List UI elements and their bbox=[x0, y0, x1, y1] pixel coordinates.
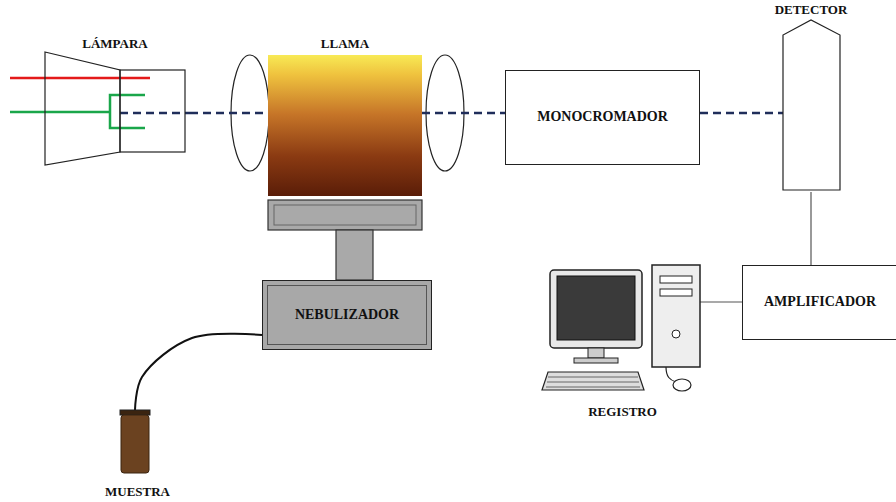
tower bbox=[652, 265, 700, 367]
monitor-base bbox=[574, 358, 618, 363]
mouse-cable bbox=[666, 367, 676, 382]
lens bbox=[426, 55, 464, 171]
monitor-stand bbox=[588, 348, 604, 358]
signal-wire bbox=[810, 192, 811, 265]
keyboard-row bbox=[546, 387, 640, 388]
node-label: NEBULIZADOR bbox=[295, 307, 399, 324]
node-label: REGISTRO bbox=[588, 404, 657, 420]
power-button bbox=[672, 330, 680, 338]
light-beam bbox=[190, 112, 268, 115]
screen bbox=[557, 276, 635, 340]
node-label: DETECTOR bbox=[775, 2, 848, 18]
drive-bay bbox=[660, 276, 692, 283]
detector-body bbox=[783, 20, 840, 190]
sample-tube bbox=[135, 334, 262, 410]
light-beam bbox=[120, 112, 190, 115]
flame-body bbox=[268, 55, 422, 196]
green-lead bbox=[10, 111, 110, 114]
nebulizer-box: NEBULIZADOR bbox=[262, 280, 432, 350]
detector: DETECTOR bbox=[771, 2, 851, 192]
keyboard-row bbox=[548, 377, 638, 378]
light-beam bbox=[422, 112, 505, 115]
red-lead bbox=[10, 77, 150, 80]
flame: LLAMA bbox=[268, 36, 422, 196]
burner-head-inner bbox=[274, 205, 416, 225]
keyboard bbox=[542, 372, 644, 390]
computer: REGISTRO bbox=[540, 262, 705, 420]
process-box: MONOCROMADOR bbox=[505, 70, 700, 165]
sample-vial: MUESTRA bbox=[100, 405, 175, 500]
light-beam bbox=[700, 112, 783, 115]
mouse bbox=[673, 379, 691, 391]
node-label: LÁMPARA bbox=[82, 36, 147, 52]
node-label: LLAMA bbox=[321, 36, 369, 52]
node-label: AMPLIFICADOR bbox=[764, 294, 876, 311]
burner-head bbox=[268, 200, 422, 230]
lamp-body bbox=[45, 52, 120, 165]
node-label: MUESTRA bbox=[105, 484, 170, 500]
cathode-bracket bbox=[110, 95, 145, 128]
detector-outline bbox=[771, 2, 851, 192]
vial-body bbox=[121, 415, 149, 473]
drive-bay bbox=[660, 289, 692, 296]
node-label: MONOCROMADOR bbox=[537, 109, 668, 126]
process-box: AMPLIFICADOR bbox=[742, 265, 896, 340]
signal-wire bbox=[700, 301, 742, 302]
keyboard-row bbox=[547, 382, 639, 383]
lamp: LÁMPARA bbox=[40, 36, 190, 161]
monitor bbox=[550, 270, 642, 348]
vial-cap bbox=[120, 410, 150, 415]
pc-outline bbox=[540, 262, 705, 420]
flame-outline bbox=[268, 36, 422, 196]
lamp-outline bbox=[40, 36, 190, 161]
burner-column bbox=[336, 230, 373, 280]
lamp-window bbox=[120, 70, 185, 152]
